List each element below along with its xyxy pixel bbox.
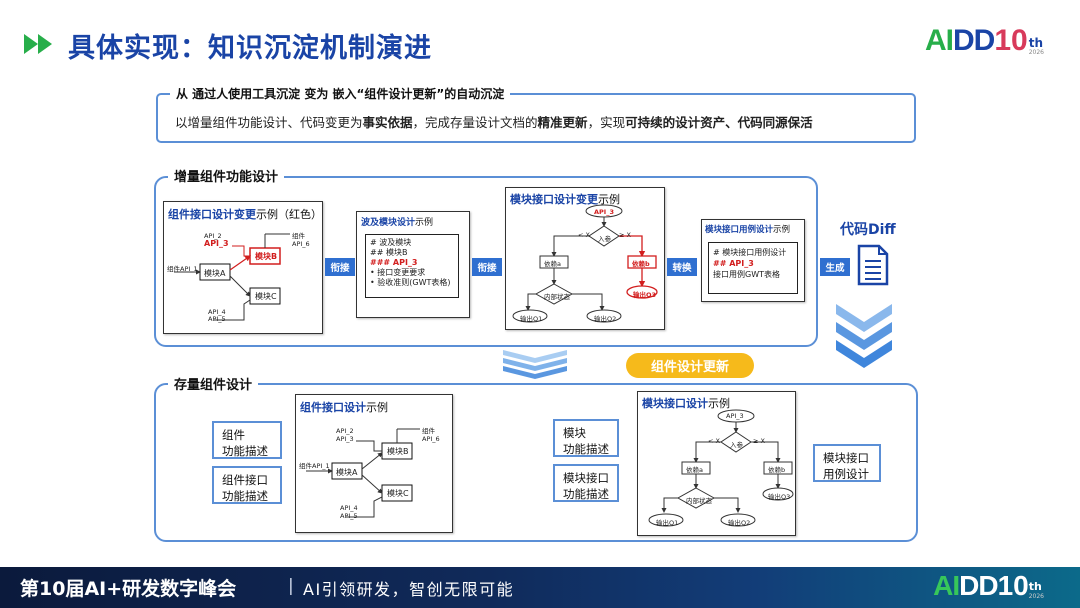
component-diagram <box>306 428 420 518</box>
module-interface-change-card: 模块接口设计变更示例 API_3 < X ≥ X 入参 依赖a 依赖b 内部状态… <box>505 187 665 330</box>
summary-text: 以增量组件功能设计、代码变更为事实依据，完成存量设计文档的精准更新，实现可持续的… <box>175 115 813 130</box>
footer-bar <box>0 567 1080 608</box>
convert-arrow: 转换 <box>667 258 697 276</box>
footer-title: 第10届AI+研发数字峰会 <box>20 578 237 600</box>
summary-heading: 从 通过人使用工具沉淀 变为 嵌入“组件设计更新”的自动沉淀 <box>170 85 511 102</box>
flowchart <box>512 204 658 323</box>
card-title: 组件接口设计变更示例（红色） <box>168 208 322 221</box>
component-interface-function-box: 组件接口 功能描述 <box>212 466 282 504</box>
module-usecase-card: 模块接口用例设计示例 # 模块接口用例设计 ## API_3 接口用例GWT表格 <box>701 219 805 302</box>
incremental-panel-label: 增量组件功能设计 <box>168 166 285 185</box>
page-title: 具体实现：知识沉淀机制演进 <box>68 33 432 64</box>
document-icon <box>857 244 889 290</box>
component-interface-card: 组件接口设计示例 API_2 API_3 组件API_1 组件API_6 API… <box>295 394 453 533</box>
component-diagram <box>174 233 290 321</box>
play-icon <box>24 34 58 58</box>
link-arrow-1: 衔接 <box>325 258 355 276</box>
stock-panel <box>154 383 918 542</box>
component-function-box: 组件 功能描述 <box>212 421 282 459</box>
chevron-down-icon <box>836 304 892 378</box>
component-design-update-badge: 组件设计更新 <box>626 353 754 378</box>
module-function-box: 模块 功能描述 <box>553 419 619 457</box>
flowchart <box>648 409 794 527</box>
footer-slogan: AI引领研发，智创无限可能 <box>303 580 515 599</box>
stock-panel-label: 存量组件设计 <box>168 374 259 393</box>
incremental-panel <box>154 176 818 347</box>
footer-separator: | <box>288 576 294 596</box>
affected-module-card: 波及模块设计示例 # 波及模块 ## 模块B ### API_3 • 接口变更要… <box>356 211 470 318</box>
generate-arrow: 生成 <box>820 258 850 276</box>
code-diff-label: 代码Diff <box>840 222 896 238</box>
module-interface-function-box: 模块接口 功能描述 <box>553 464 619 502</box>
link-arrow-2: 衔接 <box>472 258 502 276</box>
module-usecase-box: 模块接口 用例设计 <box>813 444 881 482</box>
summary-box <box>156 93 916 143</box>
module-interface-card: 模块接口设计示例 API_3 < X ≥ X 入参 依赖a 依赖b 内部状态 输… <box>637 391 796 536</box>
chevron-down-icon <box>503 350 567 384</box>
component-interface-change-card: 组件接口设计变更示例（红色） API_2 API_3 组件API_1 组件API… <box>163 201 323 334</box>
